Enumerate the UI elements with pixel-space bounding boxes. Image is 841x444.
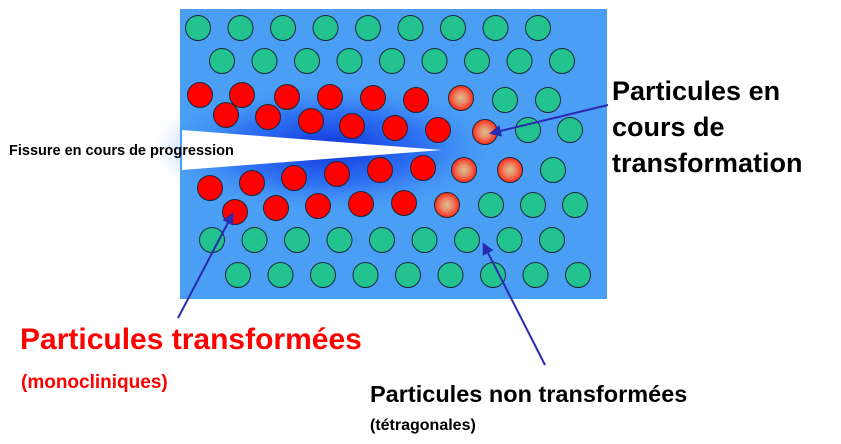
tetragonal-particle <box>557 117 583 143</box>
monoclinic-particle <box>348 191 374 217</box>
transforming-label-line: Particules en <box>612 76 781 106</box>
monoclinic-particle <box>339 113 365 139</box>
tetragonal-particle <box>225 262 251 288</box>
tetragonal-particle <box>549 48 575 74</box>
transforming-particles-label: Particules en cours de transformation <box>612 73 803 181</box>
tetragonal-particle <box>352 262 379 288</box>
tetragonal-particle <box>326 227 353 253</box>
tetragonal-particle <box>312 15 339 41</box>
tetragonal-particle <box>540 157 566 183</box>
tetragonal-particle <box>411 227 438 253</box>
tetragonal-particle <box>209 48 235 74</box>
arrow-transformed <box>177 212 234 319</box>
tetragonal-particle <box>454 227 480 253</box>
monoclinic-particle <box>425 117 451 143</box>
tetragonal-particle <box>310 262 336 288</box>
arrow-untransformed <box>482 242 546 366</box>
tetragonal-particle <box>270 15 296 41</box>
monoclinic-particle <box>197 175 223 201</box>
transforming-particle <box>448 85 474 111</box>
transforming-label-line: transformation <box>612 148 803 178</box>
tetragonal-particle <box>478 192 504 218</box>
transformed-particles-label: Particules transformées <box>20 323 362 356</box>
tetragonal-particle <box>379 48 405 74</box>
tetragonal-particle <box>440 15 466 41</box>
monoclinic-particle <box>360 85 386 111</box>
tetragonal-particle <box>496 227 523 253</box>
monoclinic-particle <box>255 104 281 130</box>
monoclinic-particle <box>229 82 255 108</box>
monoclinic-particle <box>187 82 213 108</box>
monoclinic-particle <box>324 161 350 187</box>
tetragonal-particle <box>369 227 395 253</box>
monoclinic-particle <box>410 155 436 181</box>
tetragonal-particle <box>421 48 448 74</box>
monoclinic-particle <box>239 170 265 196</box>
untransformed-particles-label: Particules non transformées <box>370 381 688 407</box>
tetragonal-particle <box>480 262 506 288</box>
tetragonal-particle <box>539 227 565 253</box>
transformed-particles-sublabel: (monocliniques) <box>21 372 168 393</box>
crack <box>182 130 442 170</box>
monoclinic-particle <box>213 102 239 128</box>
untransformed-particles-sublabel: (tétragonales) <box>370 417 476 434</box>
tetragonal-particle <box>227 15 254 41</box>
tetragonal-particle <box>395 262 421 288</box>
arrow-transforming <box>489 104 609 137</box>
tetragonal-particle <box>565 262 591 288</box>
transforming-particle <box>434 192 460 218</box>
monoclinic-particle <box>274 84 300 110</box>
tetragonal-particle <box>525 15 551 41</box>
tetragonal-particle <box>336 48 363 74</box>
tetragonal-particle <box>284 227 310 253</box>
crack-label: Fissure en cours de progression <box>9 143 234 159</box>
tetragonal-particle <box>506 48 533 74</box>
monoclinic-particle <box>305 193 331 219</box>
tetragonal-particle <box>251 48 278 74</box>
monoclinic-particle <box>298 108 324 134</box>
tetragonal-particle <box>562 192 588 218</box>
tetragonal-particle <box>520 192 546 218</box>
monoclinic-particle <box>403 87 429 113</box>
monoclinic-particle <box>222 199 248 225</box>
tetragonal-particle <box>199 227 225 253</box>
tetragonal-particle <box>535 87 561 113</box>
monoclinic-particle <box>263 195 289 221</box>
tetragonal-particle <box>241 227 268 253</box>
tetragonal-particle <box>294 48 320 74</box>
tetragonal-particle <box>397 15 424 41</box>
tetragonal-particle <box>355 15 381 41</box>
monoclinic-particle <box>391 190 417 216</box>
monoclinic-particle <box>281 165 307 191</box>
tetragonal-particle <box>482 15 509 41</box>
tetragonal-particle <box>492 87 518 113</box>
tetragonal-particle <box>185 15 211 41</box>
monoclinic-particle <box>317 84 343 110</box>
monoclinic-particle <box>367 157 393 183</box>
tetragonal-particle <box>522 262 549 288</box>
transforming-particle <box>497 157 523 183</box>
transforming-particle <box>451 157 477 183</box>
transforming-label-line: cours de <box>612 112 725 142</box>
monoclinic-particle <box>382 115 408 141</box>
tetragonal-particle <box>437 262 464 288</box>
tetragonal-particle <box>267 262 294 288</box>
tetragonal-particle <box>464 48 490 74</box>
